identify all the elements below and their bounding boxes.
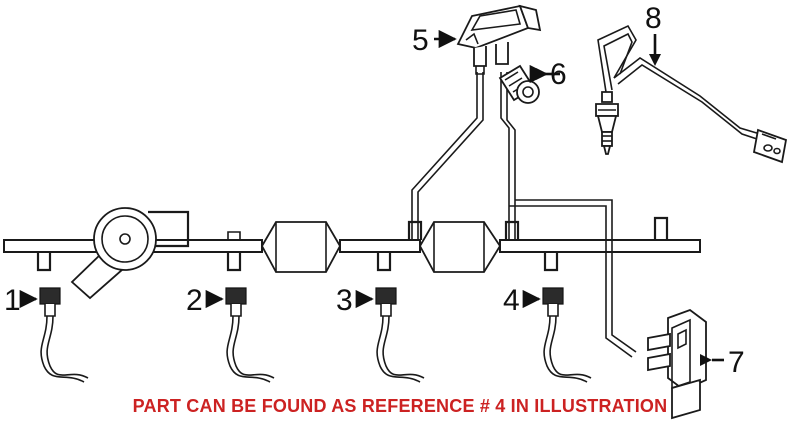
callout-3: 3 xyxy=(336,284,374,317)
callout-3-number: 3 xyxy=(336,284,353,317)
oxygen-lambda-sensor xyxy=(595,24,788,164)
exhaust-hanger-tabs xyxy=(36,216,669,272)
callout-5-number: 5 xyxy=(412,24,429,57)
callout-4-number: 4 xyxy=(503,284,520,317)
turbocharger-housing xyxy=(70,207,190,300)
callout-1-number: 1 xyxy=(4,284,21,317)
callout-8-number: 8 xyxy=(645,2,662,35)
callout-5: 5 xyxy=(412,24,457,57)
mounting-bolt xyxy=(498,64,540,104)
callout-7-number: 7 xyxy=(728,346,745,379)
temperature-sensor-pigtails xyxy=(39,287,592,383)
illustration-caption: PART CAN BE FOUND AS REFERENCE # 4 IN IL… xyxy=(132,396,668,416)
callout-2-number: 2 xyxy=(186,284,203,317)
callout-6-arrow xyxy=(536,68,560,80)
differential-pressure-sensor xyxy=(456,4,542,75)
callout-7: 7 xyxy=(700,346,745,379)
differential-pressure-tubes xyxy=(411,72,637,358)
callout-2: 2 xyxy=(186,284,224,317)
main-exhaust-pipe xyxy=(3,239,701,253)
catalytic-converter-rear xyxy=(418,221,502,273)
pressure-sensor-module xyxy=(647,308,707,420)
callout-1: 1 xyxy=(4,284,38,317)
callout-4: 4 xyxy=(503,284,541,317)
callout-8: 8 xyxy=(645,2,662,66)
catalytic-converter-front xyxy=(260,221,342,273)
